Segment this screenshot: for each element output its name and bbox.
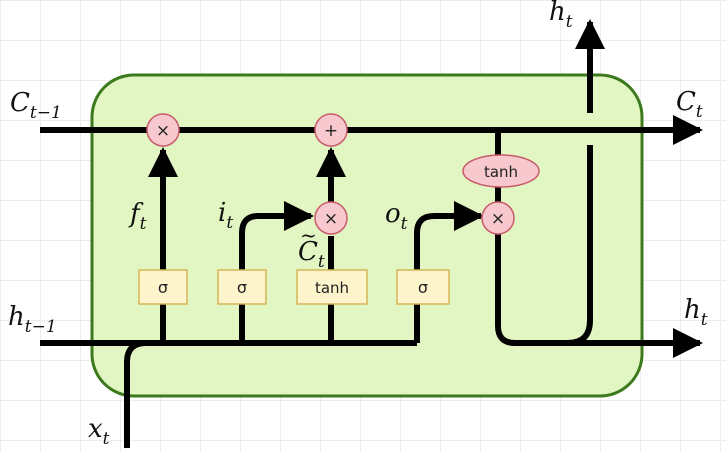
svg-text:σ: σ [237, 278, 247, 297]
svg-text:×: × [491, 209, 505, 229]
sigma-input-gate: σ [217, 269, 267, 305]
svg-text:σ: σ [158, 278, 168, 297]
output-gate-label: ot [385, 199, 408, 234]
hidden-output-line [495, 232, 703, 358]
input-multiply-op: × [314, 201, 348, 235]
sigma-forget-gate: σ [138, 269, 188, 305]
h-next-label: ht [684, 295, 708, 330]
c-prev-label: Ct−1 [10, 88, 62, 123]
input-gate-label: it [218, 198, 233, 233]
candidate-label: Ct [298, 237, 325, 272]
output-multiply-op: × [481, 201, 515, 235]
input-gate-line [239, 201, 314, 343]
svg-text:×: × [324, 209, 338, 229]
h-prev-label: ht−1 [8, 302, 57, 337]
output-gate-line [414, 201, 484, 343]
forget-multiply-op: × [146, 113, 180, 147]
x-input-label: xt [88, 414, 110, 449]
svg-text:tanh: tanh [484, 163, 518, 181]
sigma-output-gate: σ [396, 269, 450, 305]
svg-text:×: × [156, 121, 170, 141]
h-top-label: ht [549, 0, 573, 32]
candidate-tilde-mark: ~ [300, 223, 317, 247]
svg-text:σ: σ [418, 278, 428, 297]
add-op: + [314, 113, 348, 147]
c-next-label: Ct [676, 87, 703, 122]
hidden-up-branch [567, 145, 593, 346]
svg-text:+: + [324, 121, 338, 141]
tanh-candidate-gate: tanh [296, 269, 368, 305]
svg-text:tanh: tanh [315, 279, 349, 297]
x-input-line [124, 340, 147, 448]
tanh-cell-op: tanh [462, 154, 540, 188]
